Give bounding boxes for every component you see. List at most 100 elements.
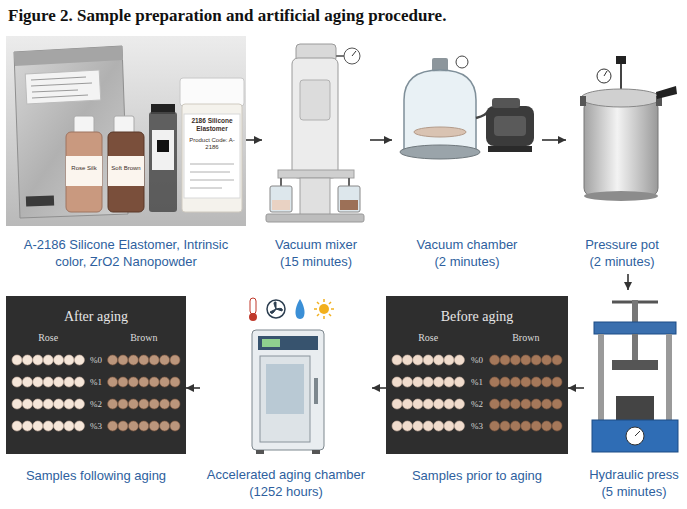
sample-disc	[402, 421, 412, 431]
product-photo	[190, 164, 234, 165]
vacuum-chamber-figure	[486, 106, 534, 146]
process-step: Accelerated aging chamber (1252 hours)	[200, 290, 372, 504]
product-photo	[180, 78, 244, 106]
sample-disc	[444, 421, 454, 431]
sample-disc	[490, 355, 500, 365]
flow-arrow	[186, 387, 200, 389]
hydraulic-press-figure	[632, 334, 638, 360]
product-photo	[149, 112, 177, 212]
pressure-pot-figure	[620, 62, 622, 90]
row-label: %3	[86, 419, 105, 433]
vacuum-chamber-figure	[456, 56, 468, 68]
sample-disc	[423, 355, 433, 365]
vacuum-mixer-figure	[270, 186, 292, 212]
step-caption: Pressure pot (2 minutes)	[566, 236, 678, 270]
process-step: Vacuum chamber (2 minutes)	[392, 36, 542, 274]
sample-disc	[12, 355, 22, 365]
sample-disc	[149, 399, 159, 409]
sample-disc	[434, 399, 444, 409]
pressure-pot-figure	[581, 89, 661, 107]
sample-disc	[33, 377, 43, 387]
flow-arrow	[370, 139, 392, 141]
product-photo	[6, 36, 246, 226]
sample-disc	[139, 377, 149, 387]
sample-disc	[43, 355, 53, 365]
sample-disc	[64, 377, 74, 387]
hydraulic-press-figure	[612, 360, 658, 370]
sample-disc	[170, 355, 180, 365]
product-photo	[108, 156, 144, 186]
sample-disc	[500, 399, 510, 409]
hydraulic-press-figure	[632, 300, 638, 324]
sample-disc	[542, 355, 552, 365]
sample-disc	[521, 421, 531, 431]
pressure-pot-figure	[604, 71, 607, 76]
aging-chamber-figure	[296, 299, 305, 319]
vacuum-mixer-figure	[338, 186, 360, 212]
vacuum-mixer-figure	[292, 58, 338, 178]
sample-disc	[43, 377, 53, 387]
sample-disc	[33, 421, 43, 431]
sample-disc	[490, 421, 500, 431]
row-label: %0	[86, 353, 105, 367]
sample-disc	[510, 399, 520, 409]
sample-disc	[64, 399, 74, 409]
row-label: %2	[86, 397, 105, 411]
sample-disc	[423, 399, 433, 409]
product-photo	[74, 116, 94, 134]
aging-chamber-figure	[323, 299, 325, 302]
sample-disc	[454, 421, 464, 431]
sample-disc	[500, 355, 510, 365]
product-photo	[31, 77, 92, 98]
product-photo	[25, 70, 100, 104]
hydraulic-press-figure	[598, 334, 604, 422]
flow-arrow	[542, 139, 566, 141]
step-caption: Vacuum mixer (15 minutes)	[262, 236, 370, 270]
product-photo	[190, 172, 230, 173]
vacuum-chamber-figure	[400, 145, 480, 159]
sample-disc	[128, 399, 138, 409]
vacuum-mixer-figure	[344, 48, 360, 64]
sample-disc	[423, 421, 433, 431]
sample-disc	[510, 377, 520, 387]
sample-disc	[392, 355, 402, 365]
step-caption: Vacuum chamber (2 minutes)	[392, 236, 542, 270]
sample-disc	[392, 399, 402, 409]
process-step: Pressure pot (2 minutes)	[566, 36, 678, 274]
sample-disc	[118, 377, 128, 387]
sample-disc	[434, 355, 444, 365]
sample-disc	[413, 355, 423, 365]
sample-disc	[444, 355, 454, 365]
sample-panel: Before agingRoseBrown%0%1%2%3Samples pri…	[386, 296, 568, 504]
sample-disc	[170, 421, 180, 431]
aging-chamber-figure	[329, 302, 331, 304]
product-photo	[32, 90, 78, 92]
hydraulic-press-figure	[592, 420, 678, 452]
sample-disc	[552, 399, 562, 409]
sample-disc	[392, 377, 402, 387]
vacuum-chamber-figure	[492, 98, 520, 108]
vacuum-mixer-figure	[266, 44, 364, 222]
sample-disc	[33, 355, 43, 365]
sample-disc	[22, 421, 32, 431]
sample-disc	[149, 377, 159, 387]
sample-disc	[74, 355, 84, 365]
product-label: Product Code: A-2186	[184, 137, 240, 151]
sample-disc	[413, 421, 423, 431]
sample-disc	[108, 421, 118, 431]
aging-chamber-figure	[317, 302, 319, 304]
row-label: %1	[86, 375, 105, 389]
sample-disc	[170, 377, 180, 387]
sample-disc	[510, 421, 520, 431]
vacuum-mixer-figure	[278, 170, 354, 178]
sample-disc	[402, 355, 412, 365]
sample-disc	[490, 377, 500, 387]
vacuum-mixer-figure	[336, 55, 344, 57]
sample-disc	[54, 421, 64, 431]
product-photo	[32, 95, 88, 98]
sample-panel: After agingRoseBrown%0%1%2%3Samples foll…	[6, 296, 186, 504]
product-photo	[31, 77, 86, 80]
sample-disc	[118, 355, 128, 365]
product-photo	[26, 196, 54, 207]
hydraulic-press-figure	[666, 334, 672, 422]
